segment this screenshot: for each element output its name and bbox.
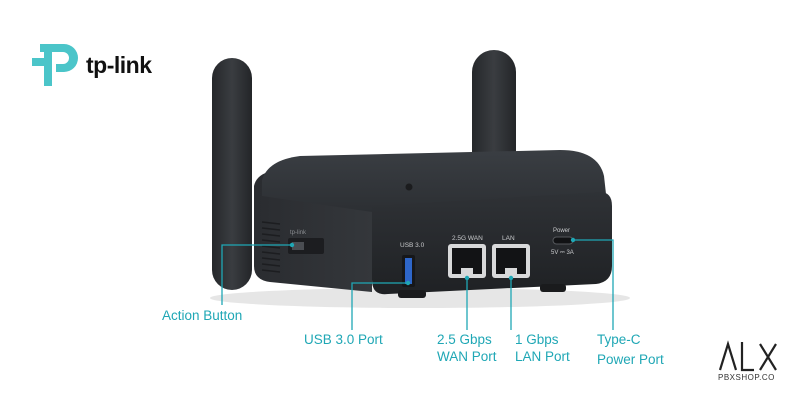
router-front — [372, 192, 612, 295]
brand-logo-icon — [32, 44, 78, 86]
lan-port-notch — [505, 268, 517, 274]
usb-device-label: USB 3.0 — [400, 242, 425, 249]
lan-device-label: LAN — [502, 235, 515, 242]
switch-knob — [292, 242, 304, 250]
callout-lan-port: 1 Gbps LAN Port — [515, 331, 570, 365]
brand-name: tp-link — [86, 52, 152, 78]
side-logo: tp-link — [290, 230, 307, 236]
lan-label: LAN Port — [515, 349, 570, 364]
power-device-label: Power — [553, 228, 570, 234]
status-led — [405, 183, 413, 191]
callout-action-button: Action Button — [162, 308, 243, 323]
typec-port — [552, 236, 574, 245]
callout-lines — [221, 239, 614, 330]
wan-device-label: 2.5G WAN — [452, 235, 483, 242]
wan-port-notch — [461, 268, 473, 274]
callout-usb-port: USB 3.0 Port — [304, 332, 383, 347]
callout-dots — [289, 237, 576, 286]
callout-typec-port: Type-C Power Port — [597, 331, 664, 368]
foot-left — [398, 290, 426, 298]
callout-wan-port: 2.5 Gbps WAN Port — [437, 331, 497, 365]
lan-speed: 1 Gbps — [515, 332, 559, 347]
router-top — [262, 150, 606, 212]
typec-label: Type-C — [597, 332, 641, 347]
antenna-left — [212, 58, 252, 290]
usb-port-insert — [405, 258, 412, 284]
wan-speed: 2.5 Gbps — [437, 332, 492, 347]
typec-power-label: Power Port — [597, 352, 664, 367]
power-rating-label: 5V ⎓ 3A — [551, 250, 574, 256]
shop-logo-icon — [718, 340, 777, 372]
shop-watermark: PBXSHOP.CO — [718, 373, 775, 382]
vent-slots — [261, 221, 281, 273]
wan-label: WAN Port — [437, 349, 497, 364]
foot-right — [540, 284, 566, 292]
